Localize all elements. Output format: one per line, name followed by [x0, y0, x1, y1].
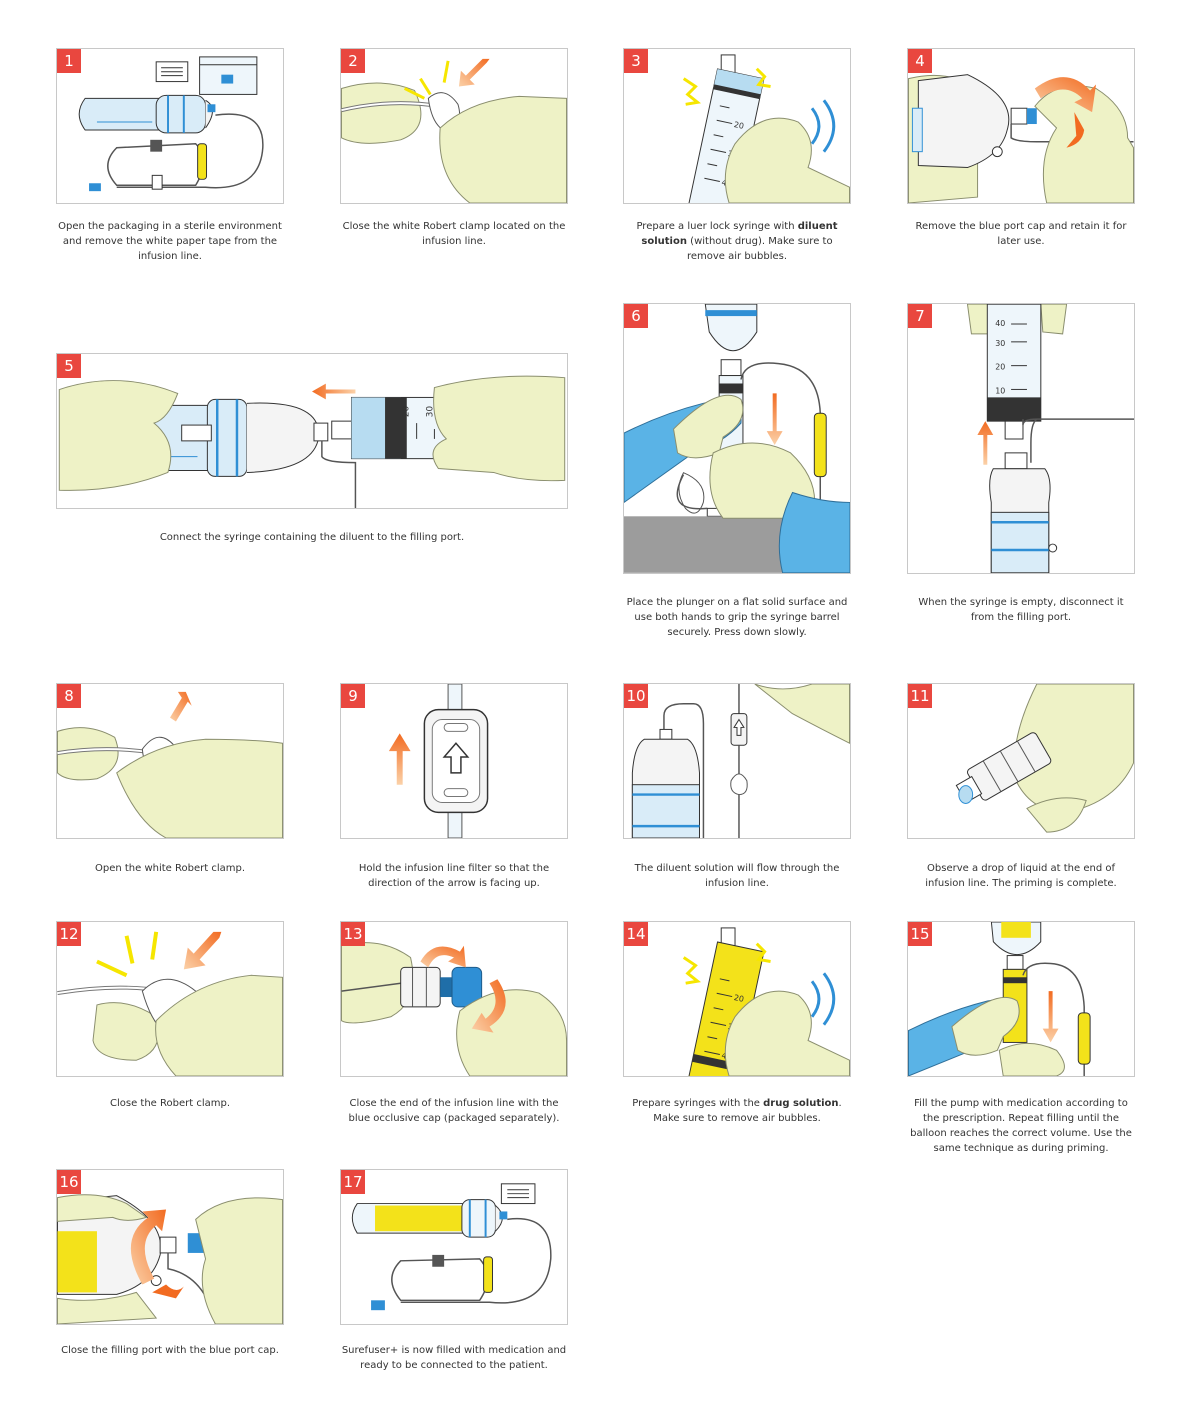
step-4-caption: Remove the blue port cap and retain it f…: [915, 221, 1127, 247]
step-15-panel: 15: [907, 921, 1135, 1077]
syringe-scale-20: 20: [733, 120, 745, 131]
step-2-caption: Close the white Robert clamp located on …: [342, 221, 566, 247]
step-4-number: 4: [908, 49, 932, 73]
step-9-panel: 9: [340, 683, 568, 839]
step-13-caption: Close the end of the infusion line with …: [348, 1098, 560, 1124]
step-13-number: 13: [341, 922, 365, 946]
step-9-caption: Hold the infusion line filter so that th…: [358, 863, 550, 889]
close-clamp-icon: [57, 931, 283, 1076]
step-3-caption-start: Prepare a luer lock syringe with: [636, 221, 798, 232]
step-14-number: 14: [624, 922, 648, 946]
step-3-number: 3: [624, 49, 648, 73]
step-16-caption: Close the filling port with the blue por…: [61, 1345, 279, 1356]
step-14-panel: 14 20 30 40: [623, 921, 851, 1077]
close-clamp-icon: [341, 58, 567, 203]
syringe-scale-40: 40: [995, 319, 1005, 328]
step-14-caption: Prepare syringes with the drug solution.…: [623, 1096, 851, 1126]
step-17-number: 17: [341, 1170, 365, 1194]
step-11-panel: 11: [907, 683, 1135, 839]
step-3-caption-bold: diluent solution: [641, 221, 838, 247]
press-plunger-icon: [624, 304, 850, 573]
step-3-panel: 3 20 30 40: [623, 48, 851, 204]
filter-arrow-up-icon: [388, 684, 489, 838]
step-15-number: 15: [908, 922, 932, 946]
step-14-caption-end: . Make sure to remove air bubbles.: [653, 1098, 842, 1124]
step-12-number: 12: [57, 922, 81, 946]
syringe-scale-20: 20: [402, 406, 412, 418]
step-7-panel: 7 40 30 20 10: [907, 303, 1135, 574]
step-17-caption: Surefuser+ is now filled with medication…: [341, 1345, 567, 1371]
step-17-panel: 17: [340, 1169, 568, 1325]
step-14-caption-start: Prepare syringes with the: [632, 1098, 764, 1109]
drop-at-line-end-icon: [955, 684, 1134, 833]
step-1-caption: Open the packaging in a sterile environm…: [58, 221, 282, 262]
occlusive-cap-icon: [341, 942, 567, 1076]
step-12-caption: Close the Robert clamp.: [109, 1098, 230, 1109]
step-1-panel: 1: [56, 48, 284, 204]
step-12-panel: 12: [56, 921, 284, 1077]
step-13-panel: 13: [340, 921, 568, 1077]
disconnect-syringe-icon: 40 30 20 10: [966, 304, 1134, 573]
step-11-number: 11: [908, 684, 932, 708]
step-8-panel: 8: [56, 683, 284, 839]
syringe-diluent-icon: 20 30 40: [682, 54, 850, 203]
step-7-number: 7: [908, 304, 932, 328]
step-5-panel: 5 20 30 40: [56, 353, 568, 509]
step-4-panel: 4: [907, 48, 1135, 204]
syringe-scale-20: 20: [995, 363, 1005, 372]
step-2-number: 2: [341, 49, 365, 73]
connect-syringe-icon: 20 30 40: [58, 375, 566, 508]
syringe-scale-20: 20: [733, 993, 745, 1004]
step-6-panel: 6: [623, 303, 851, 574]
diluent-flow-icon: [631, 684, 850, 838]
open-clamp-icon: [57, 691, 283, 838]
close-port-cap-icon: [57, 1194, 283, 1324]
fill-pump-icon: [908, 922, 1091, 1076]
step-16-number: 16: [57, 1170, 81, 1194]
step-16-panel: 16: [56, 1169, 284, 1325]
step-10-number: 10: [624, 684, 648, 708]
step-14-caption-bold: drug solution: [763, 1098, 839, 1109]
step-6-number: 6: [624, 304, 648, 328]
step-8-number: 8: [57, 684, 81, 708]
filled-pump-icon: [351, 1183, 552, 1311]
step-15-caption: Fill the pump with medication according …: [910, 1098, 1132, 1154]
step-3-caption-end: (without drug). Make sure to remove air …: [686, 236, 833, 262]
step-1-number: 1: [57, 49, 81, 73]
remove-port-cap-icon: [908, 74, 1134, 203]
step-8-caption: Open the white Robert clamp.: [94, 863, 246, 874]
step-3-caption: Prepare a luer lock syringe with diluent…: [623, 219, 851, 264]
step-7-caption: When the syringe is empty, disconnect it…: [918, 597, 1124, 623]
syringe-scale-30: 30: [425, 406, 435, 418]
pump-packaging-icon: [78, 56, 264, 192]
step-11-caption: Observe a drop of liquid at the end of i…: [925, 863, 1117, 889]
step-10-caption: The diluent solution will flow through t…: [634, 863, 840, 889]
syringe-drug-icon: 20 30 40: [682, 927, 850, 1076]
syringe-scale-30: 30: [995, 339, 1005, 348]
step-9-number: 9: [341, 684, 365, 708]
syringe-scale-10: 10: [995, 386, 1005, 395]
step-10-panel: 10: [623, 683, 851, 839]
step-5-number: 5: [57, 354, 81, 378]
step-2-panel: 2: [340, 48, 568, 204]
step-6-caption: Place the plunger on a flat solid surfac…: [626, 597, 848, 638]
step-5-caption: Connect the syringe containing the dilue…: [159, 532, 465, 543]
